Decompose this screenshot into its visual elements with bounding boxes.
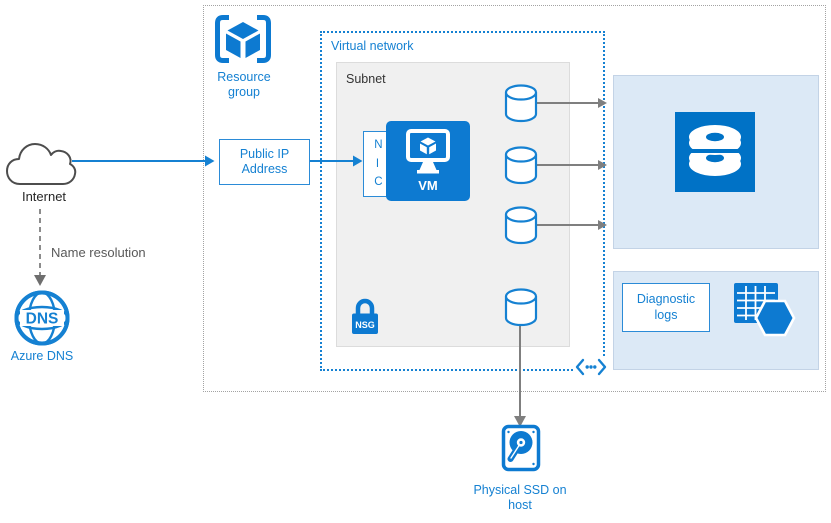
nsg-lock-icon: NSG	[352, 298, 378, 334]
diagnostic-logs-label: Diagnostic logs	[636, 292, 696, 322]
public-ip-box: Public IP Address	[219, 139, 310, 185]
physical-ssd-icon	[501, 424, 541, 472]
vnet-chevron-dots-icon	[575, 358, 607, 375]
internet-cloud-icon	[6, 143, 77, 185]
resource-group-label: Resource group	[217, 70, 271, 100]
physical-ssd-label: Physical SSD on host	[473, 483, 567, 513]
resource-group-icon	[215, 15, 271, 63]
resource-group-container	[203, 5, 826, 392]
managed-disks-icon	[675, 112, 755, 192]
azure-dns-label: Azure DNS	[10, 349, 74, 363]
logs-storage-hexagon-icon	[754, 299, 796, 337]
name-resolution-label: Name resolution	[51, 245, 146, 260]
subnet-label: Subnet	[346, 72, 386, 86]
vm-monitor-icon	[406, 129, 450, 174]
nic-label: NIC	[374, 139, 383, 189]
disk-data2-icon	[504, 206, 538, 245]
disk-temp-icon	[504, 288, 538, 327]
azure-dns-icon: DNS	[14, 290, 70, 346]
virtual-network-container	[320, 31, 605, 371]
internet-label: Internet	[21, 189, 67, 204]
vm-box: VM	[386, 121, 470, 201]
virtual-network-glyph	[573, 356, 609, 377]
diagnostic-logs-box: Diagnostic logs	[622, 283, 710, 332]
vm-label: VM	[418, 178, 438, 193]
nsg-label: NSG	[355, 320, 375, 330]
disk-data1-icon	[504, 146, 538, 185]
public-ip-label: Public IP Address	[239, 146, 290, 176]
virtual-network-label: Virtual network	[331, 39, 414, 53]
dns-icon-text: DNS	[26, 311, 59, 328]
disk-os-icon	[504, 84, 538, 123]
